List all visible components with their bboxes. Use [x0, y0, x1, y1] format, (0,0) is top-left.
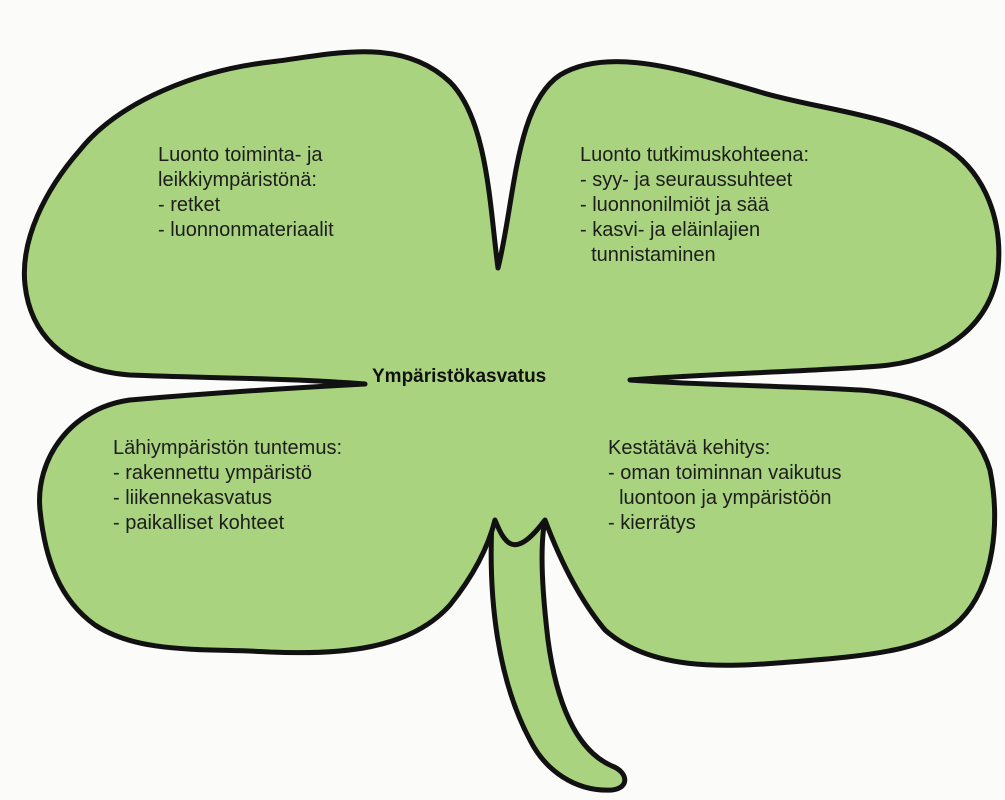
leaf-text-line: Luonto toiminta- ja [158, 143, 334, 168]
leaf-text-line: Lähiympäristön tuntemus: [113, 436, 342, 461]
leaf-text-line: - oman toiminnan vaikutus [608, 461, 841, 486]
leaf-text-line: - retket [158, 193, 334, 218]
leaf-text-line: - syy- ja seuraussuhteet [580, 168, 809, 193]
leaf-text-line: - paikalliset kohteet [113, 511, 342, 536]
leaf-text-line: - rakennettu ympäristö [113, 461, 342, 486]
leaf-nature-as-research-subject: Luonto tutkimuskohteena:- syy- ja seurau… [580, 143, 809, 268]
leaf-text-line: Luonto tutkimuskohteena: [580, 143, 809, 168]
leaf-text-line: - kierrätys [608, 511, 841, 536]
leaf-text-line: - luonnonmateriaalit [158, 218, 334, 243]
leaf-text-line: - luonnonilmiöt ja sää [580, 193, 809, 218]
leaf-text-line: Kestätävä kehitys: [608, 436, 841, 461]
leaf-text-line: luontoon ja ympäristöön [608, 486, 841, 511]
center-label: Ympäristökasvatus [372, 366, 546, 388]
leaf-local-environment-knowledge: Lähiympäristön tuntemus:- rakennettu ymp… [113, 436, 342, 536]
leaf-text-line: leikkiympäristönä: [158, 168, 334, 193]
leaf-sustainable-development: Kestätävä kehitys:- oman toiminnan vaiku… [608, 436, 841, 536]
leaf-text-line: - kasvi- ja eläinlajien [580, 218, 809, 243]
leaf-text-line: - liikennekasvatus [113, 486, 342, 511]
leaf-text-line: tunnistaminen [580, 243, 809, 268]
